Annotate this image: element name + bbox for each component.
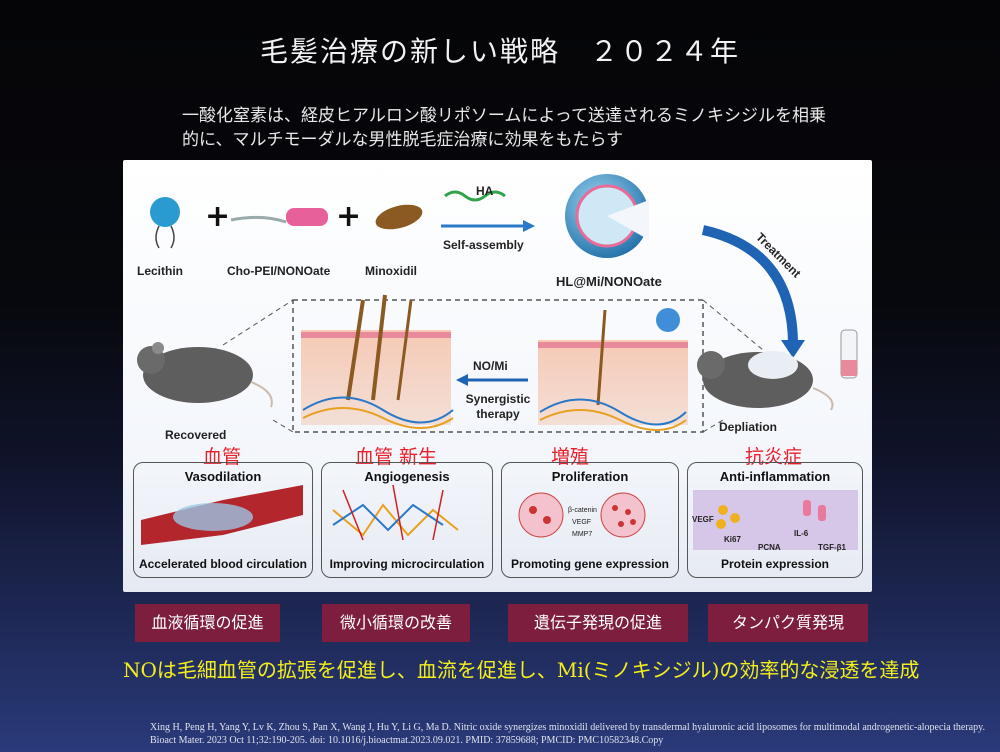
angiogenesis-illustration: [332, 484, 459, 541]
citation-text: Xing H, Peng H, Yang Y, Lv K, Zhou S, Pa…: [150, 722, 985, 746]
angiogenesis-title: Angiogenesis: [364, 469, 450, 484]
minoxidil-icon: [375, 204, 423, 230]
vasodilation-illustration: [141, 485, 303, 545]
depilation-label: Depliation: [719, 420, 778, 434]
ha-wave-icon: [444, 190, 506, 202]
schematic-figure: + +: [123, 160, 872, 592]
slide-subtitle: 一酸化窒素は、経皮ヒアルロン酸リポソームによって送達されるミノキシジルを相乗的に…: [182, 106, 826, 150]
mouse-recovered-icon: [137, 342, 273, 408]
zoom-frame: [292, 299, 704, 433]
cho-pei-icon: [230, 208, 328, 226]
marker-mmp7: MMP7: [572, 531, 593, 538]
cho-pei-label: Cho-PEI/NONOate: [227, 264, 331, 278]
anti-inflammation-title: Anti-inflammation: [719, 469, 831, 484]
marker-vegf: VEGF: [572, 519, 592, 526]
skin-left-illustration: [301, 294, 454, 429]
marker-pcna: PCNA: [758, 543, 781, 552]
conclusion-text: NOは毛細血管の拡張を促進し、血流を促進し、Mi(ミノキシジル)の効率的な浸透を…: [123, 658, 920, 682]
skin-right-illustration: [538, 308, 688, 431]
angiogenesis-foot: Improving microcirculation: [329, 557, 485, 571]
plus-icon: +: [336, 199, 361, 234]
tag-blood-circulation: 血液循環の促進: [135, 604, 280, 642]
lecithin-icon: [150, 197, 180, 249]
marker-ki67: Ki67: [724, 535, 741, 544]
tag-microcirculation: 微小循環の改善: [322, 604, 470, 642]
tag-gene-expression: 遺伝子発現の促進: [508, 604, 688, 642]
proliferation-foot: Promoting gene expression: [510, 557, 670, 571]
tag-protein-expression: タンパク質発現: [708, 604, 868, 642]
no-mi-label: NO/Mi: [473, 359, 508, 373]
product-label: HL@Mi/NONOate: [556, 274, 662, 289]
liposome-icon: [565, 174, 649, 258]
anti-inflammation-illustration: [693, 490, 858, 550]
vasodilation-title: Vasodilation: [184, 469, 262, 484]
proliferation-title: Proliferation: [551, 469, 629, 484]
marker-tgf: TGF-β1: [818, 543, 846, 552]
minoxidil-label: Minoxidil: [365, 264, 417, 278]
marker-vegf-2: VEGF: [692, 515, 714, 524]
ha-label: HA: [476, 184, 494, 198]
proliferation-box: Proliferation β-catenin VEGF MMP7 Promot…: [501, 462, 679, 578]
arrow-right-icon: [523, 220, 535, 232]
arrow-left-icon: [456, 374, 468, 386]
vasodilation-box: Vasodilation Accelerated blood circulati…: [133, 462, 313, 578]
treatment-arrow-icon: [701, 225, 798, 346]
plus-icon: +: [205, 199, 230, 234]
self-assembly-label: Self-assembly: [443, 238, 524, 252]
lecithin-label: Lecithin: [137, 264, 184, 278]
figure-graphics: + +: [137, 174, 858, 550]
proliferation-illustration: [518, 492, 646, 538]
vasodilation-foot: Accelerated blood circulation: [138, 557, 308, 571]
slide-title: 毛髪治療の新しい戦略 ２０２４年: [259, 35, 740, 68]
angiogenesis-box: Angiogenesis Improving microcirculation: [321, 462, 493, 578]
anti-inflammation-foot: Protein expression: [720, 557, 830, 571]
synergistic-label: Synergistic therapy: [465, 392, 531, 421]
marker-il6: IL-6: [794, 529, 809, 538]
mouse-depilation-icon: [697, 329, 858, 411]
marker-beta-catenin: β-catenin: [568, 507, 597, 514]
anti-inflammation-box: Anti-inflammation VEGF Ki67 PCNA IL-6 TG…: [687, 462, 863, 578]
recovered-label: Recovered: [165, 428, 227, 442]
